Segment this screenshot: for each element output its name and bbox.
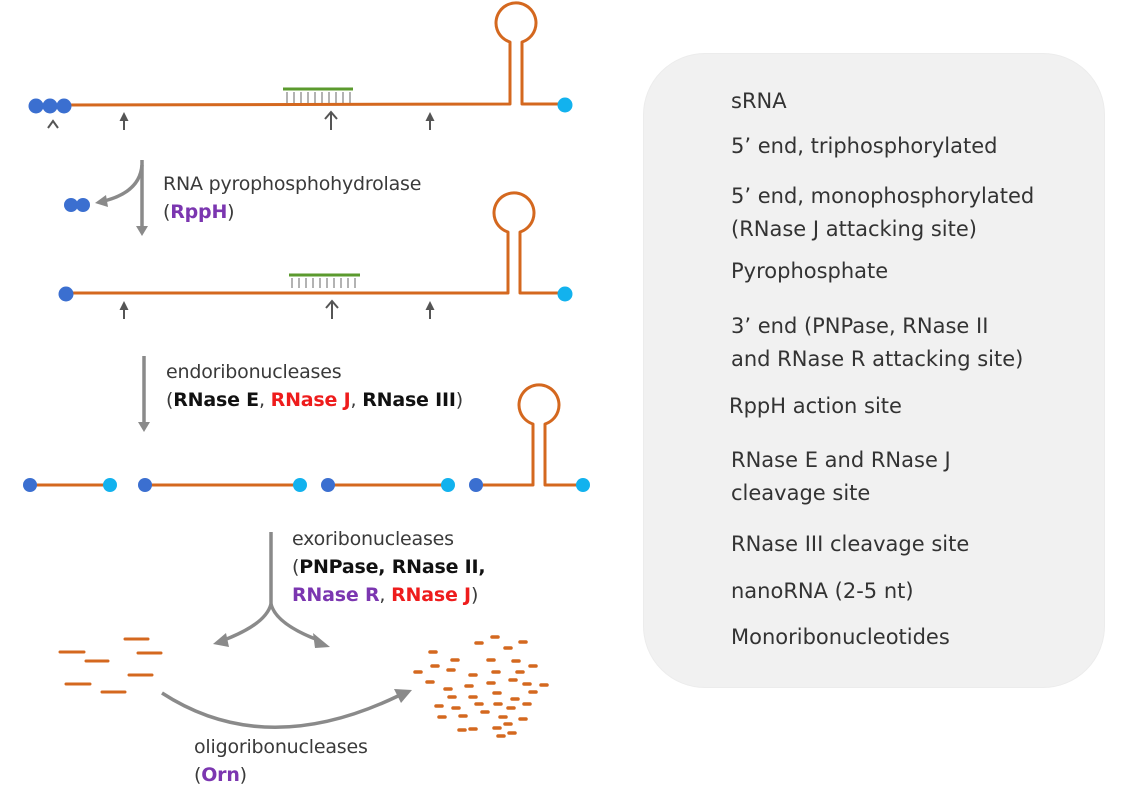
rnase-e-j-site-icon <box>119 301 129 319</box>
triphosphate-5prime <box>28 98 44 114</box>
enzyme-rnase-j: RNase J <box>391 584 471 606</box>
primary-transcript <box>28 1 573 130</box>
enzyme-rpph: RppH <box>170 201 228 223</box>
legend-item-rpph-site: RppH action site <box>729 394 902 418</box>
monoribonucleotide-pool <box>413 635 549 738</box>
oligo-step-title: oligoribonucleases <box>194 736 368 758</box>
triphosphate-5prime <box>56 98 72 114</box>
srna-duplex <box>283 87 353 103</box>
legend-item-pyrophosphate: Pyrophosphate <box>731 259 889 283</box>
enzyme-rnase-r: RNase R <box>292 584 380 606</box>
enzyme-rnase-j: RNase J <box>270 389 351 411</box>
triphosphate-5prime <box>42 98 58 114</box>
fragment <box>321 478 455 492</box>
exo-step-label: exoribonucleases (PNPase, RNase II, RNas… <box>292 525 486 609</box>
legend-item-monophosphorylated: 5’ end, monophosphorylated(RNase J attac… <box>731 184 1035 241</box>
enzyme-pnpase-rnase-ii: PNPase, RNase II, <box>299 556 486 578</box>
enzyme-orn: Orn <box>201 764 240 786</box>
oligo-step-arrow <box>161 689 412 729</box>
enzyme-rnase-e: RNase E <box>173 389 259 411</box>
legend-item-nanorna: nanoRNA (2-5 nt) <box>731 579 914 603</box>
rnase-e-j-site-icon <box>119 112 129 130</box>
endo-step-label: endoribonucleases (RNase E, RNase J, RNa… <box>166 358 463 414</box>
rpph-step-label: RNA pyrophosphohydrolase (RppH) <box>163 170 421 226</box>
fragment <box>138 478 307 492</box>
fragment-with-hairpin <box>469 383 590 492</box>
rna-strand <box>66 191 564 295</box>
legend-item-srna: sRNA <box>731 89 787 113</box>
exo-step-title: exoribonucleases <box>292 528 454 550</box>
endo-step-title: endoribonucleases <box>166 361 342 383</box>
three-prime-end <box>557 97 573 113</box>
cleaved-fragments <box>23 383 590 492</box>
legend-item-monoribonucleotides: Monoribonucleotides <box>731 625 950 649</box>
rnase-e-j-site-icon <box>425 112 435 130</box>
legend-item-triphosphorylated: 5’ end, triphosphorylated <box>731 134 998 158</box>
rpph-step-arrow <box>95 160 148 236</box>
monophosphate-5prime <box>58 286 74 302</box>
rpph-action-site-icon <box>47 119 59 129</box>
oligo-step-label: oligoribonucleases (Orn) <box>194 733 368 789</box>
rpph-step-title: RNA pyrophosphohydrolase <box>163 173 422 195</box>
rnase-e-j-site-icon <box>425 301 435 319</box>
enzyme-rnase-iii: RNase III <box>362 389 456 411</box>
rnase-iii-site-icon <box>325 299 339 319</box>
nanorna-pool <box>58 637 163 694</box>
endo-step-arrow <box>138 356 150 432</box>
fragment <box>23 478 117 492</box>
legend-panel <box>643 53 1105 688</box>
srna-duplex <box>289 273 360 288</box>
rnase-iii-site-icon <box>324 110 338 130</box>
monophosphorylated-transcript <box>58 191 573 319</box>
released-pyrophosphate <box>64 198 90 212</box>
three-prime-end <box>557 286 573 302</box>
exo-step-arrow <box>213 532 330 648</box>
rna-strand <box>61 1 564 107</box>
legend-item-rnase-iii-site: RNase III cleavage site <box>731 532 970 556</box>
